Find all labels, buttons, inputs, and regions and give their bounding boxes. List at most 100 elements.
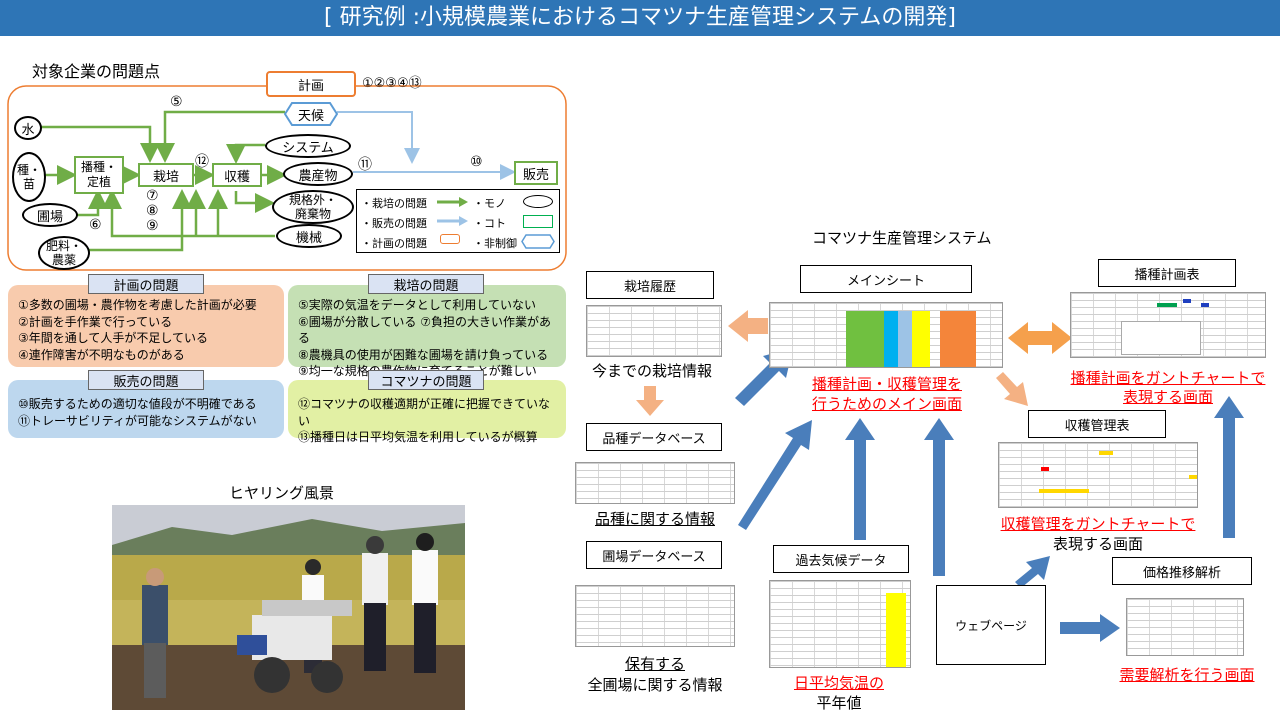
main-sheet-lightblue-column bbox=[898, 311, 912, 367]
harvest-gantt-bar-3 bbox=[1039, 489, 1089, 493]
legend-hexagon-shape bbox=[521, 234, 555, 249]
interview-title: ヒヤリング風景 bbox=[229, 484, 335, 502]
legend: ・栽培の問題 ・販売の問題 ・計画の問題 ・モノ ・コト ・非制御 bbox=[356, 189, 560, 253]
cultivation-history-caption: 今までの栽培情報 bbox=[591, 362, 712, 380]
sowing-plan-thumbnail bbox=[1070, 292, 1266, 358]
main-sheet-caption-2: 行うためのメイン画面 bbox=[811, 395, 962, 413]
panel-cultivation-item-6-7: ⑥圃場が分散している ⑦負担の大きい作業がある bbox=[298, 314, 551, 346]
machinery-node: 機械 bbox=[276, 224, 342, 248]
main-sheet-header: メインシート bbox=[800, 265, 972, 293]
main-sheet-caption-1: 播種計画・収穫管理を bbox=[811, 375, 962, 393]
waste-node: 規格外・廃棄物 bbox=[272, 190, 354, 224]
seed-node: 種・苗 bbox=[12, 152, 46, 202]
legend-oval-shape bbox=[523, 195, 553, 208]
variety-db-thumbnail bbox=[575, 462, 735, 504]
cultivation-history-thumbnail bbox=[586, 305, 722, 357]
sowing-plan-caption-1: 播種計画をガントチャートで bbox=[1070, 369, 1266, 387]
plan-refs: ①②③④⑬ bbox=[362, 76, 422, 91]
weather-node: 天候 bbox=[297, 108, 324, 124]
weather-data-header: 過去気候データ bbox=[773, 545, 909, 573]
panel-cultivation-item-8: ⑧農機具の使用が困難な圃場を請け負っている bbox=[298, 347, 549, 362]
panel-cultivation-title: 栽培の問題 bbox=[368, 274, 484, 294]
legend-label-2: ・販売の問題 bbox=[361, 217, 427, 230]
legend-rect-shape bbox=[523, 215, 553, 228]
ref-12: ⑫ bbox=[195, 154, 209, 170]
harvest-mgmt-caption-2: 表現する画面 bbox=[1052, 535, 1143, 553]
page-title: [ 研究例 :小規模農業におけるコマツナ生産管理システムの開発] bbox=[0, 0, 1280, 36]
interview-photo bbox=[112, 505, 465, 710]
price-analysis-thumbnail bbox=[1126, 598, 1244, 656]
sowing-gantt-bar-1 bbox=[1157, 303, 1177, 307]
weather-data-caption-2: 平年値 bbox=[816, 694, 862, 712]
weather-data-caption-1: 日平均気温の bbox=[793, 674, 884, 692]
panel-komatsuna-item-12: ⑫コマツナの収穫適期が正確に把握できていない bbox=[298, 397, 551, 428]
main-sheet-orange-column bbox=[940, 311, 976, 367]
harvest-node: 収穫 bbox=[212, 163, 262, 187]
ref-7: ⑦ bbox=[146, 188, 159, 204]
panel-sales-item-10: ⑩販売するための適切な値段が不明確である bbox=[18, 397, 257, 411]
field-db-header: 圃場データベース bbox=[586, 541, 722, 569]
main-sheet-thumbnail bbox=[769, 302, 1003, 368]
problems-diagram-arrows bbox=[7, 85, 567, 271]
price-analysis-header: 価格推移解析 bbox=[1112, 557, 1252, 585]
problems-title: 対象企業の問題点 bbox=[32, 62, 161, 81]
cultivation-history-header: 栽培履歴 bbox=[586, 271, 714, 299]
sowing-gantt-bar-2 bbox=[1183, 299, 1191, 303]
panel-komatsuna-item-13: ⑬播種日は日平均気温を利用しているが概算 bbox=[298, 430, 538, 444]
legend-label-1: ・栽培の問題 bbox=[361, 197, 427, 210]
sowing-plan-header: 播種計画表 bbox=[1098, 259, 1236, 287]
panel-plan: ①多数の圃場・農作物を考慮した計画が必要 ②計画を手作業で行っている ③年間を通… bbox=[8, 285, 284, 367]
ref-789: ⑦ ⑧ ⑨ bbox=[146, 189, 159, 234]
main-sheet-green-column bbox=[846, 311, 884, 367]
ref-10: ⑩ bbox=[470, 154, 483, 170]
sowing-gantt-bar-3 bbox=[1201, 303, 1209, 307]
panel-sales-title: 販売の問題 bbox=[88, 370, 204, 390]
panel-cultivation: ⑤実際の気温をデータとして利用していない ⑥圃場が分散している ⑦負担の大きい作… bbox=[288, 285, 566, 378]
panel-plan-item-3: ③年間を通して人手が不足している bbox=[18, 331, 209, 345]
sowing-plan-caption-2: 表現する画面 bbox=[1122, 388, 1213, 406]
harvest-mgmt-thumbnail bbox=[998, 442, 1198, 508]
panel-plan-item-4: ④連作障害が不明なものがある bbox=[18, 347, 185, 362]
legend-arrows bbox=[437, 197, 468, 226]
field-db-caption-2: 全圃場に関する情報 bbox=[587, 676, 723, 694]
ref-6: ⑥ bbox=[89, 217, 102, 233]
plan-node: 計画 bbox=[266, 71, 356, 97]
cultivation-node: 栽培 bbox=[138, 163, 194, 187]
panel-sales: ⑩販売するための適切な値段が不明確である ⑪トレーサビリティが可能なシステムがな… bbox=[8, 380, 284, 438]
variety-db-caption: 品種に関する情報 bbox=[594, 510, 715, 528]
sowing-chart-inset bbox=[1121, 321, 1201, 355]
ref-8: ⑧ bbox=[146, 203, 159, 219]
variety-db-header: 品種データベース bbox=[586, 423, 722, 451]
panel-komatsuna-title: コマツナの問題 bbox=[368, 370, 484, 390]
harvest-mgmt-caption-1: 収穫管理をガントチャートで bbox=[1000, 515, 1196, 533]
water-node: 水 bbox=[14, 116, 42, 140]
price-analysis-caption: 需要解析を行う画面 bbox=[1119, 666, 1255, 684]
weather-hexagon bbox=[284, 102, 338, 126]
weather-highlight-column bbox=[886, 593, 906, 667]
fertilizer-node: 肥料・農薬 bbox=[38, 236, 90, 270]
panel-plan-item-1: ①多数の圃場・農作物を考慮した計画が必要 bbox=[18, 298, 257, 312]
produce-node: 農産物 bbox=[283, 162, 353, 186]
main-sheet-yellow-column bbox=[912, 311, 930, 367]
weather-data-thumbnail bbox=[769, 580, 911, 668]
legend-label-3: ・計画の問題 bbox=[361, 237, 427, 250]
panel-cultivation-item-5: ⑤実際の気温をデータとして利用していない bbox=[298, 298, 537, 312]
ref-9: ⑨ bbox=[146, 218, 159, 234]
field-db-thumbnail bbox=[575, 585, 735, 647]
system-title: コマツナ生産管理システム bbox=[812, 229, 992, 247]
legend-kind-1: ・モノ bbox=[473, 197, 506, 210]
system-node: システム bbox=[265, 134, 351, 158]
ref-5: ⑤ bbox=[170, 94, 183, 110]
panel-plan-title: 計画の問題 bbox=[88, 274, 204, 294]
harvest-gantt-bar-4 bbox=[1189, 475, 1197, 479]
legend-kind-2: ・コト bbox=[473, 217, 506, 230]
legend-kind-3: ・非制御 bbox=[473, 237, 517, 250]
sales-node: 販売 bbox=[514, 161, 558, 185]
web-page-box: ウェブページ bbox=[936, 585, 1046, 665]
field-db-caption-1: 保有する bbox=[624, 655, 685, 673]
main-sheet-blue-column bbox=[884, 311, 898, 367]
harvest-mgmt-header: 収穫管理表 bbox=[1028, 410, 1166, 438]
ref-11: ⑪ bbox=[358, 157, 372, 173]
panel-sales-item-11: ⑪トレーサビリティが可能なシステムがない bbox=[18, 413, 257, 428]
field-node: 圃場 bbox=[22, 203, 78, 227]
